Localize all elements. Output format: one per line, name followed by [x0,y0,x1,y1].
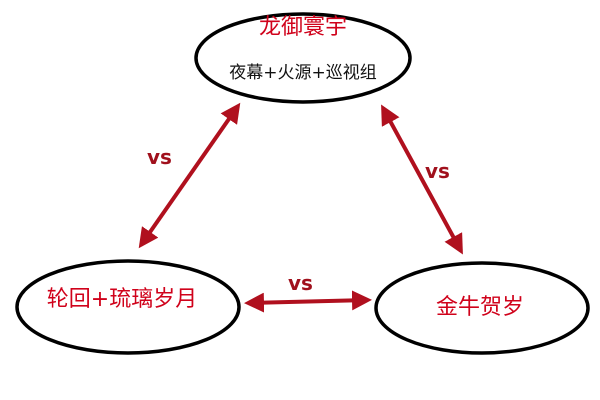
edge-left-right: vs [244,271,372,313]
edge-top-left: vs [138,102,241,249]
edge-top-left-arrow [138,102,241,249]
node-top-ellipse [194,12,412,104]
edge-top-right-arrow [381,104,463,255]
edge-top-left-label: vs [147,145,172,169]
node-left-label: 轮回+琉璃岁月 [47,287,197,312]
node-top-subtitle: 夜幕+火源+巡视组 [229,63,377,83]
node-left-ellipse [15,259,241,355]
edge-top-right: vs [381,104,463,255]
node-top: 龙御寰宇 夜幕+火源+巡视组 [194,12,412,104]
node-left: 轮回+琉璃岁月 [15,259,241,355]
edge-top-right-label: vs [425,159,450,183]
edge-left-right-arrow [244,290,372,313]
node-right: 金牛贺岁 [374,261,590,355]
edge-left-right-label: vs [288,271,313,295]
node-top-title: 龙御寰宇 [259,15,347,40]
node-right-ellipse [374,261,590,355]
node-right-label: 金牛贺岁 [436,295,524,320]
